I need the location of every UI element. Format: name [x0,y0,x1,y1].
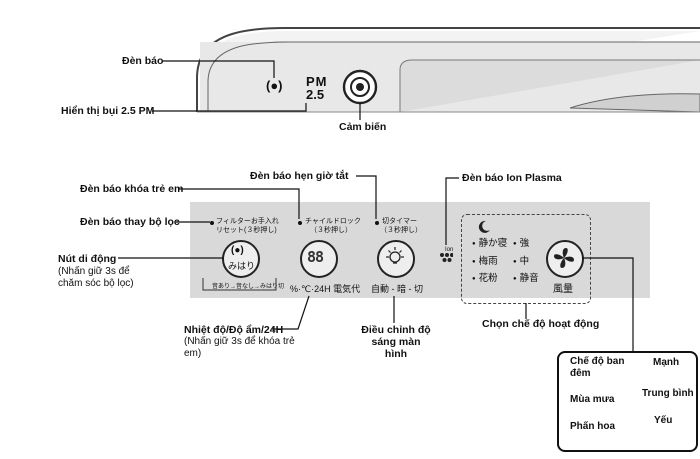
brightness-button[interactable] [377,240,415,278]
label-pm-display: Hiển thị bụi 2.5 PM [61,105,155,117]
label-move-button-note: (Nhấn giữ 3s để chăm sóc bộ lọc) [58,266,134,289]
mihari-label: みはり [228,261,256,271]
mihari-button[interactable] [222,240,260,278]
label-move-button: Nút di động [58,253,117,265]
legend-night: Chế độ ban đêm [570,356,625,379]
bulb-icon [386,247,404,264]
ion-plasma-icon [440,253,453,262]
label-mode-select: Chọn chế độ hoạt động [482,318,600,330]
label-humidity: Nhiệt độ/Độ ẩm/24H [184,324,284,336]
mode-legend-box [557,351,698,452]
panel-timer-label: 切タイマー [382,218,417,225]
mode-pollen: 花粉 [472,273,498,285]
fan-button[interactable] [546,240,584,278]
label-brightness: Điều chỉnh độ sáng màn hình [361,324,431,360]
display-button[interactable] [300,240,338,278]
panel-filter-sub: リセット(３秒押し) [216,227,277,234]
legend-weak: Yếu [654,415,673,426]
mihari-glyph: (●) [231,245,244,256]
mode-night: 静か寝 [472,238,508,250]
mode-rainy: 梅雨 [472,256,498,268]
mihari-bottom-label: 音あり→音なし→みはり切 [212,284,285,290]
label-indicator: Đèn báo [122,55,164,67]
label-child-lock: Đèn báo khóa trẻ em [80,183,184,195]
panel-childlock-label: チャイルドロック [305,218,361,225]
legend-rainy: Mùa mưa [570,394,615,405]
moon-icon [478,220,490,233]
panel-childlock-sub: （３秒押し） [310,227,352,234]
label-ion-plasma: Đèn báo Ion Plasma [462,172,562,184]
legend-pollen: Phấn hoa [570,421,616,432]
fan-icon [554,248,574,268]
display-digits: 88 [307,248,324,266]
device-indicator-glyph: (●) [266,78,283,93]
panel-filter-label: フィルターお手入れ [216,218,279,225]
label-timer-off: Đèn báo hẹn giờ tắt [250,170,349,182]
fan-label: 風量 [553,284,573,295]
display-label: %·℃·24H 電気代 [290,284,361,294]
pm-display-top: PM [306,74,328,89]
legend-medium: Trung bình [642,388,694,399]
panel-timer-sub: （３秒押し） [380,227,422,234]
legend-strong: Mạnh [653,357,680,368]
ion-label: Ion [445,247,454,253]
label-filter-change: Đèn báo thay bộ lọc [80,216,180,228]
mode-strong: 強 [513,238,530,250]
brightness-label: 自動 - 暗 - 切 [371,284,423,294]
label-sensor: Cảm biến [339,121,387,133]
pm-display-bottom: 2.5 [306,87,325,102]
mode-medium: 中 [513,256,530,268]
mode-quiet: 静音 [513,273,539,285]
label-humidity-note: (Nhấn giữ 3s để khóa trẻ em) [184,336,295,359]
mihari-bracket [202,278,277,291]
